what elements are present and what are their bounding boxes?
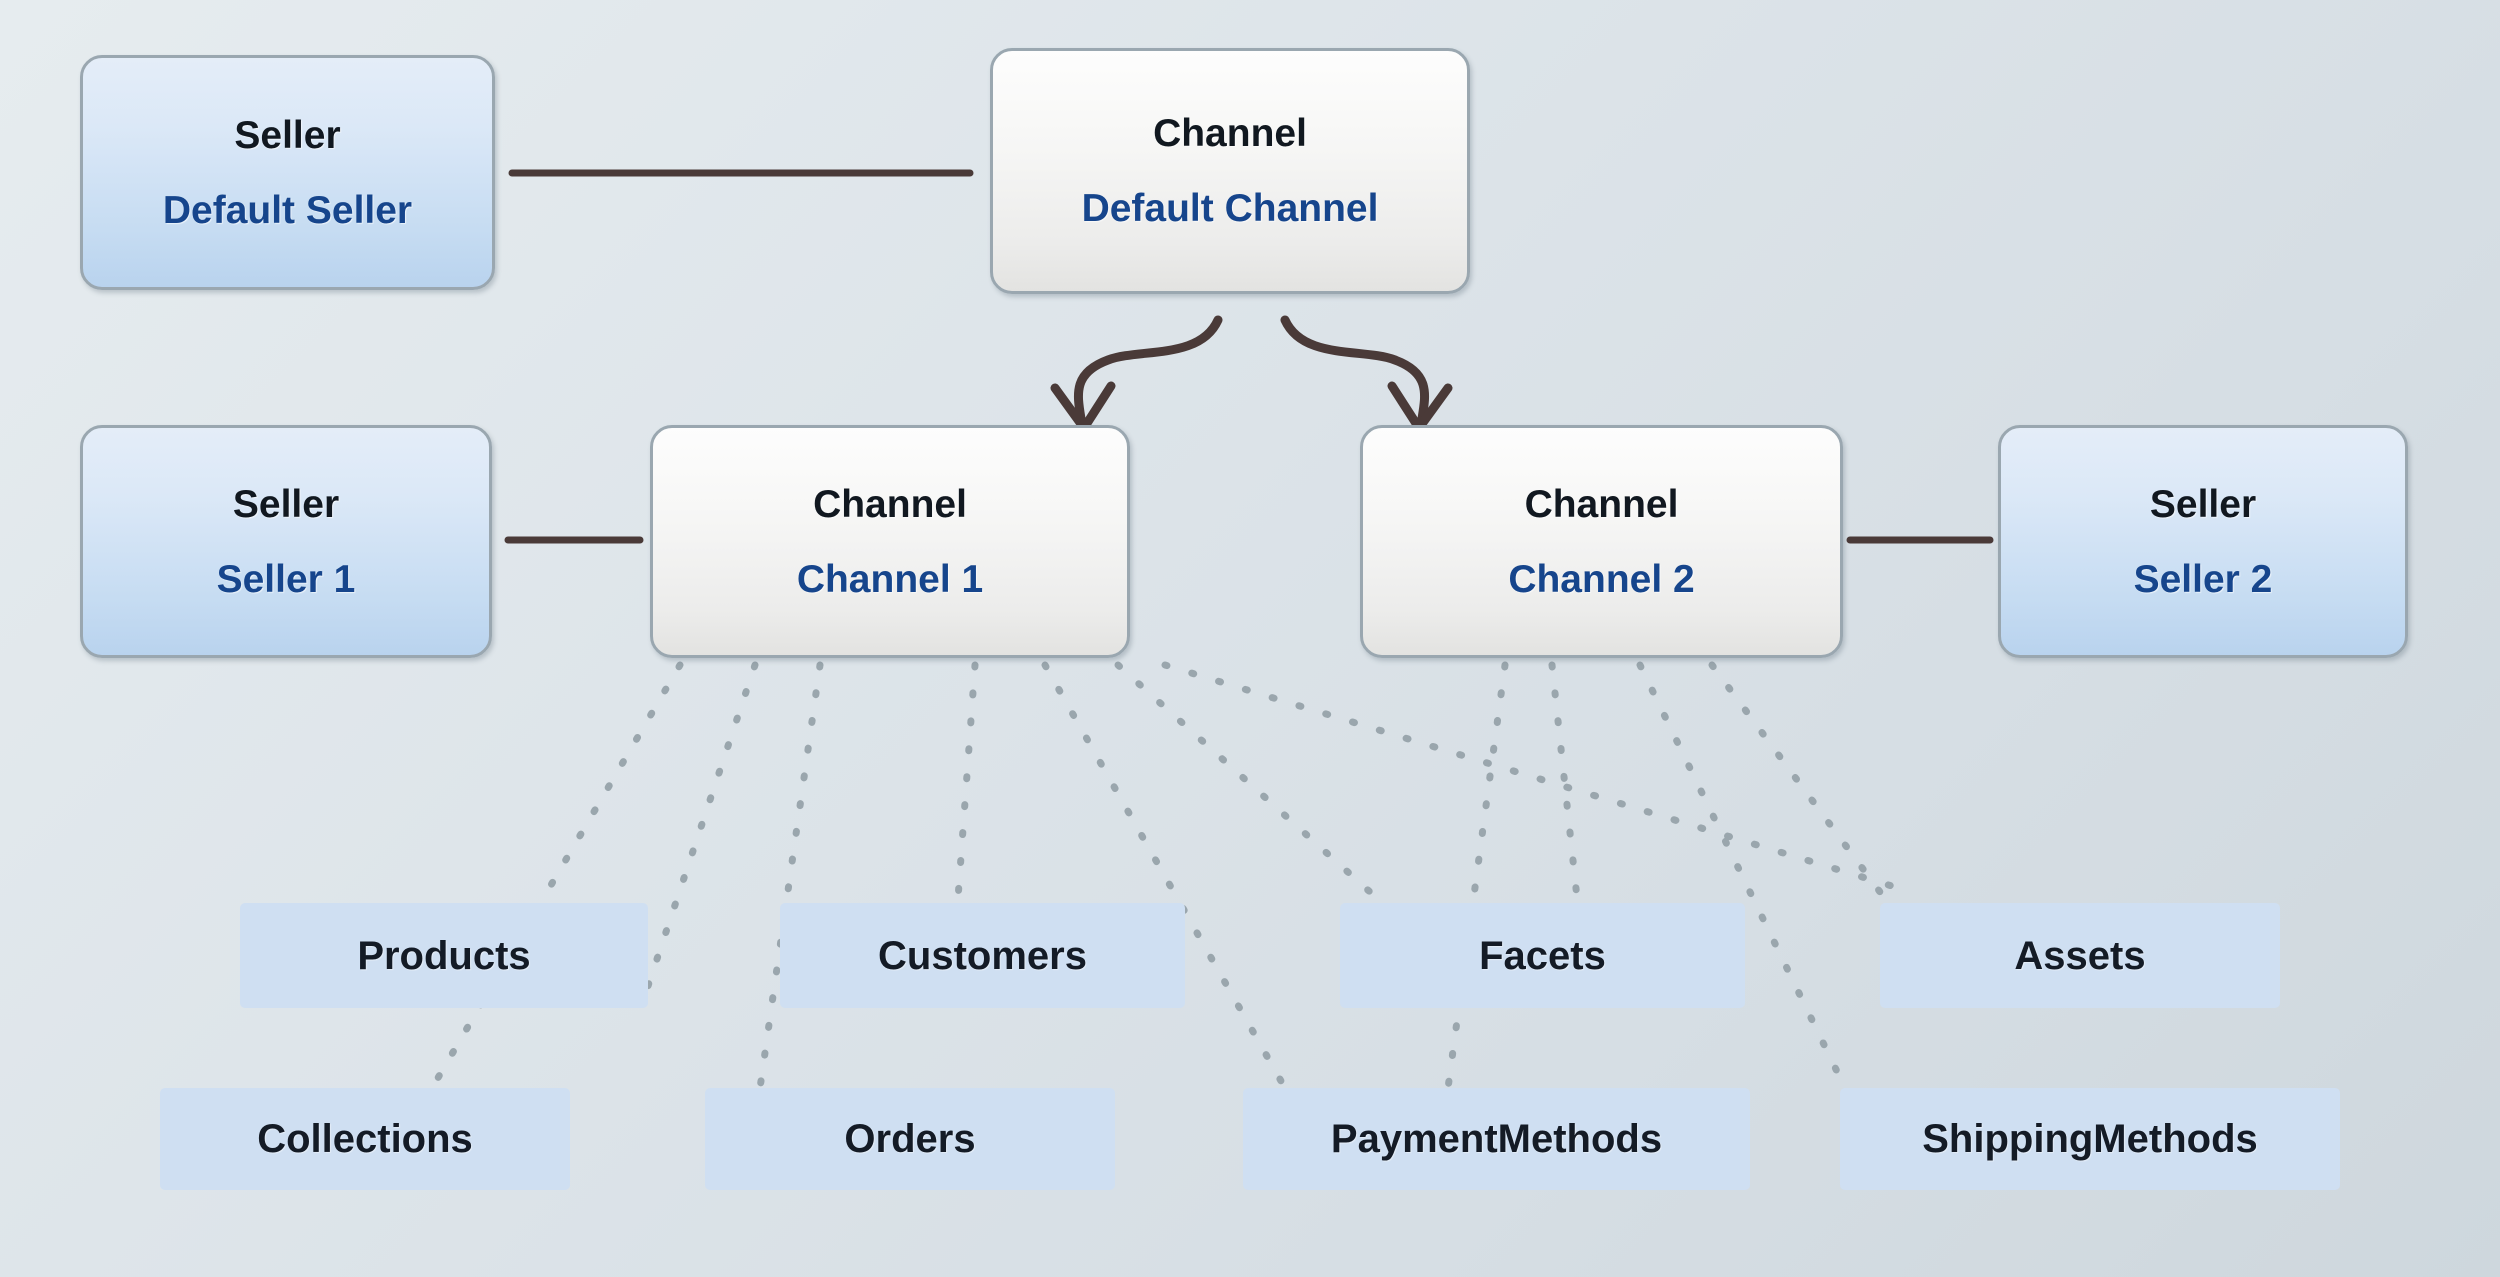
leaf-label: Facets [1479, 933, 1606, 978]
leaf-label: Products [357, 933, 531, 978]
leaf-facets[interactable]: Facets [1340, 903, 1745, 1008]
dotted-link-channel-2-shipping-methods [1636, 661, 1849, 1092]
leaf-products[interactable]: Products [240, 903, 648, 1008]
node-default-seller[interactable]: Seller Default Seller [80, 55, 495, 290]
leaf-orders[interactable]: Orders [705, 1088, 1115, 1190]
curved-arrow-default-channel-to-channel-1 [1073, 315, 1223, 430]
leaf-payment-methods[interactable]: PaymentMethods [1243, 1088, 1750, 1190]
dotted-link-channel-1-collections [428, 661, 684, 1092]
node-seller-2[interactable]: Seller Seller 2 [1998, 425, 2408, 658]
leaf-label: Assets [2014, 933, 2146, 978]
dotted-link-channel-1-payment-methods [1041, 661, 1289, 1092]
node-type-label: Seller [234, 113, 341, 157]
node-seller-1[interactable]: Seller Seller 1 [80, 425, 492, 658]
dotted-links-channel-2 [1444, 661, 1964, 1092]
node-name-label: Default Channel [1081, 187, 1379, 230]
node-name-label: Seller 1 [216, 557, 356, 601]
leaf-label: Customers [878, 933, 1087, 978]
node-name-label: Channel 1 [796, 557, 984, 601]
dotted-link-channel-1-assets [1161, 661, 1909, 894]
leaf-label: PaymentMethods [1330, 1117, 1663, 1161]
node-type-label: Channel [813, 482, 967, 526]
leaf-shipping-methods[interactable]: ShippingMethods [1840, 1088, 2340, 1190]
node-type-label: Seller [2149, 482, 2257, 526]
dotted-links-channel-1 [428, 661, 1909, 1092]
node-name-label: Seller 2 [2133, 557, 2273, 601]
leaf-label: Orders [844, 1117, 976, 1161]
leaf-label: ShippingMethods [1922, 1117, 2258, 1161]
node-type-label: Channel [1153, 112, 1307, 155]
node-channel-1[interactable]: Channel Channel 1 [650, 425, 1130, 658]
dotted-link-channel-2-payment-methods [1444, 661, 1509, 1092]
arrowhead-channel-2 [1387, 381, 1453, 433]
leaf-label: Collections [257, 1117, 473, 1161]
node-name-label: Channel 2 [1508, 557, 1695, 601]
dotted-link-channel-1-orders [756, 661, 824, 1092]
node-default-channel[interactable]: Channel Default Channel [990, 48, 1470, 294]
leaf-customers[interactable]: Customers [780, 903, 1185, 1008]
node-name-label: Default Seller [162, 188, 413, 232]
node-type-label: Channel [1524, 482, 1679, 526]
curved-arrow-default-channel-to-channel-2 [1280, 315, 1430, 430]
leaf-collections[interactable]: Collections [160, 1088, 570, 1190]
node-type-label: Seller [232, 482, 340, 526]
dotted-link-channel-1-products [636, 661, 759, 1014]
leaf-assets[interactable]: Assets [1880, 903, 2280, 1008]
node-channel-2[interactable]: Channel Channel 2 [1360, 425, 1843, 658]
arrowhead-channel-1 [1050, 381, 1116, 433]
